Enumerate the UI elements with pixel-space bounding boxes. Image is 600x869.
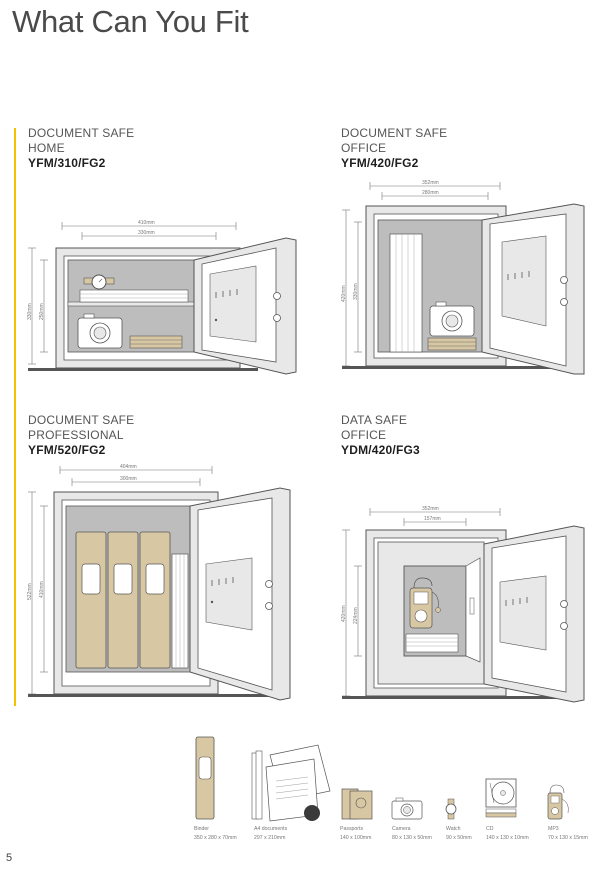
safe-4-height-outer: 420mm <box>341 605 347 622</box>
safe-4-illustration: 352mm 157mm 420mm 224mm <box>334 500 596 706</box>
accent-bar <box>14 128 16 706</box>
legend-watch-size: 90 x 50mm <box>446 835 472 841</box>
safe-4-model: YDM/420/FG3 <box>341 443 420 457</box>
safe-2-width-inner: 280mm <box>422 190 439 196</box>
mp3-icon <box>547 784 569 820</box>
safe-1-width-outer: 410mm <box>138 220 155 226</box>
legend-passports-name: Passports <box>340 826 363 832</box>
safe-2-height-inner: 330mm <box>353 283 359 300</box>
item-legend: Binder 350 x 280 x 70mm A4 documents 297… <box>190 733 600 851</box>
safe-3-height-inner: 410mm <box>39 581 45 598</box>
legend-camera-size: 80 x 130 x 50mm <box>392 835 432 841</box>
legend-cd-size: 140 x 130 x 10mm <box>486 835 529 841</box>
safe-1-width-inner: 330mm <box>138 230 155 236</box>
safe-3-type: DOCUMENT SAFE <box>28 413 135 427</box>
cd-icon <box>485 778 517 818</box>
safe-1-height-inner: 250mm <box>39 303 45 320</box>
safe-3-heading: DOCUMENT SAFE PROFESSIONAL YFM/520/FG2 <box>28 413 134 458</box>
safe-2-type: DOCUMENT SAFE <box>341 126 448 140</box>
legend-mp3-name: MP3 <box>548 826 559 832</box>
safe-1-height-outer: 330mm <box>27 303 33 320</box>
safe-2-heading: DOCUMENT SAFE OFFICE YFM/420/FG2 <box>341 126 447 171</box>
legend-documents-size: 297 x 210mm <box>254 835 285 841</box>
safe-1-type: DOCUMENT SAFE <box>28 126 135 140</box>
safe-2-width-outer: 352mm <box>422 180 439 186</box>
safe-1-heading: DOCUMENT SAFE HOME YFM/310/FG2 <box>28 126 134 171</box>
safe-1-category: HOME <box>28 141 65 155</box>
legend-binder-name: Binder <box>194 826 209 832</box>
safe-3-height-outer: 522mm <box>27 583 33 600</box>
safe-3-illustration: 404mm 300mm 522mm 410mm <box>20 462 300 707</box>
legend-mp3-size: 70 x 130 x 15mm <box>548 835 588 841</box>
binders-group <box>75 531 189 669</box>
safe-1-illustration: 410mm 330mm 330mm 250mm <box>20 212 310 382</box>
safe-4-heading: DATA SAFE OFFICE YDM/420/FG3 <box>341 413 420 458</box>
legend-cd-name: CD <box>486 826 494 832</box>
legend-passports-size: 140 x 100mm <box>340 835 371 841</box>
watch-icon <box>445 798 457 820</box>
documents-icon <box>251 744 331 822</box>
safe-2-model: YFM/420/FG2 <box>341 156 419 170</box>
safe-2-height-outer: 420mm <box>341 285 347 302</box>
safe-4-type: DATA SAFE <box>341 413 408 427</box>
passport-icon <box>341 788 373 820</box>
safe-3-category: PROFESSIONAL <box>28 428 124 442</box>
legend-camera-name: Camera <box>392 826 411 832</box>
safe-3-model: YFM/520/FG2 <box>28 443 106 457</box>
safe-3-width-outer: 404mm <box>120 464 137 470</box>
safe-4-category: OFFICE <box>341 428 387 442</box>
safe-2-category: OFFICE <box>341 141 387 155</box>
safe-2-illustration: 352mm 280mm 420mm 330mm <box>334 176 596 376</box>
page-title: What Can You Fit <box>12 4 249 39</box>
legend-documents-name: A4 documents <box>254 826 288 832</box>
legend-binder-size: 350 x 280 x 70mm <box>194 835 237 841</box>
legend-watch-name: Watch <box>446 826 461 832</box>
binder-icon <box>195 736 215 820</box>
safe-3-width-inner: 300mm <box>120 476 137 482</box>
safe-4-height-inner: 224mm <box>353 607 359 624</box>
camera-icon <box>391 797 423 820</box>
safe-4-width-inner: 157mm <box>424 516 441 522</box>
safe-1-model: YFM/310/FG2 <box>28 156 106 170</box>
safe-4-width-outer: 352mm <box>422 506 439 512</box>
page-number: 5 <box>6 852 13 864</box>
